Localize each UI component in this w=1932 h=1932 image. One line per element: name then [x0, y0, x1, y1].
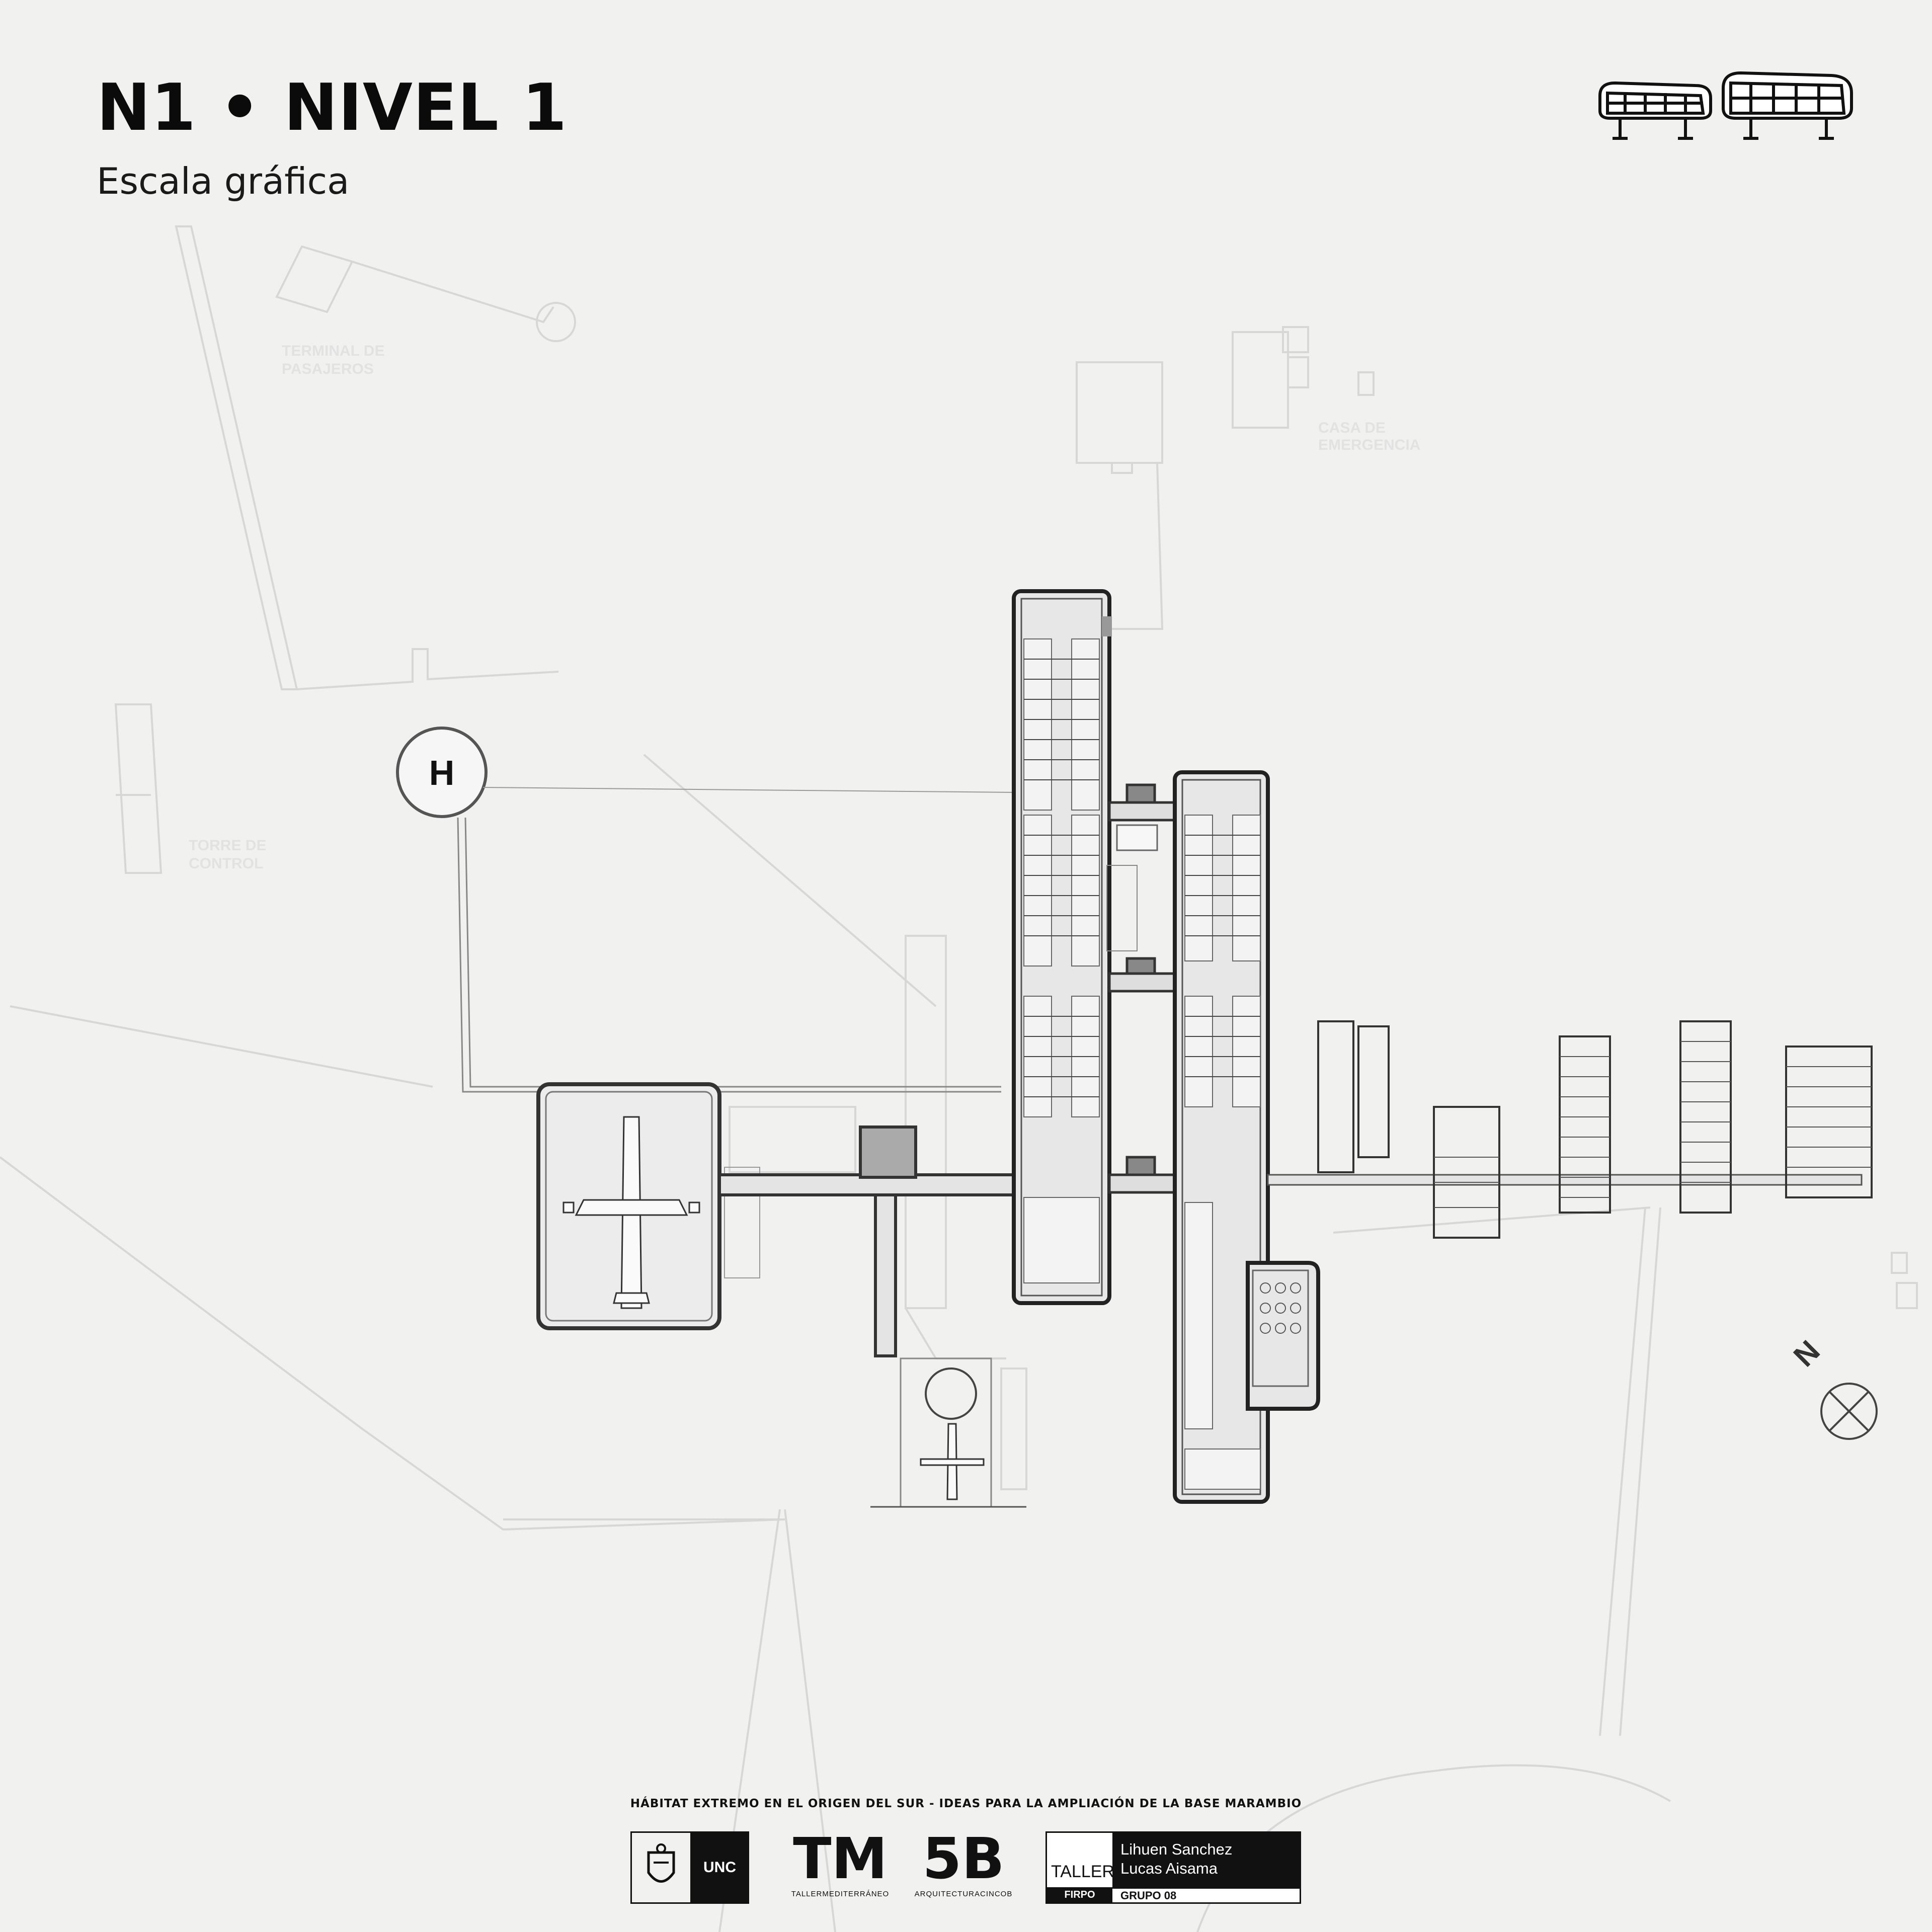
torre-label-line2: CONTROL [189, 855, 263, 872]
helipad-letter: H [429, 753, 455, 792]
tm-subtitle: TALLERMEDITERRÁNEO [791, 1890, 890, 1898]
east-wing [1106, 770, 1270, 1504]
casa-label-line2: EMERGENCIA [1318, 437, 1420, 453]
main-corridor [718, 1125, 1033, 1357]
taller-label: TALLER [1051, 1862, 1114, 1881]
cincob-mark: 5B [922, 1826, 1005, 1892]
east-corridor [1267, 1020, 1873, 1239]
torre-label-line1: TORRE DE [189, 837, 266, 854]
terminal-label-line1: TERMINAL DE [282, 343, 384, 359]
aircraft-pad [870, 1357, 1026, 1508]
cincob-logo: 5B ARQUITECTURACINCOB [906, 1831, 1021, 1898]
casa-label-line1: CASA DE [1318, 420, 1386, 436]
author-name-2: Lucas Aisama [1120, 1860, 1218, 1877]
taller-firpo-block: TALLER FIRPO Lihuen Sanchez Lucas Aisama… [1045, 1831, 1301, 1904]
tm-logo: TM TALLERMEDITERRÁNEO [777, 1831, 903, 1898]
cincob-subtitle: ARQUITECTURACINCOB [914, 1890, 1013, 1898]
lab-modules [1317, 1020, 1873, 1239]
building-icon [1598, 71, 1853, 140]
unc-logo: UNC [630, 1831, 749, 1904]
north-letter: N [1787, 1334, 1826, 1373]
west-wing [1012, 589, 1112, 1305]
page-subtitle: Escala gráfica [97, 160, 350, 202]
aircraft-icon [562, 1116, 700, 1309]
footer-logos: UNC TM TALLERMEDITERRÁNEO 5B ARQUITECTUR… [0, 1831, 1932, 1907]
wing-bridges [1108, 783, 1179, 1194]
helipad: H [396, 727, 1017, 1093]
tm-mark: TM [793, 1826, 888, 1892]
terminal-label-line2: PASAJEROS [282, 361, 374, 377]
group-label: GRUPO 08 [1112, 1887, 1300, 1902]
annex-block [1246, 1261, 1320, 1411]
site-context-lines [0, 225, 1918, 1932]
unc-crest-icon [632, 1833, 692, 1902]
unc-label: UNC [692, 1833, 748, 1902]
hangar [536, 1082, 760, 1330]
footer-caption: HÁBITAT EXTREMO EN EL ORIGEN DEL SUR - I… [630, 1797, 1302, 1810]
firpo-label: FIRPO [1047, 1887, 1112, 1902]
plane-small-icon [920, 1423, 985, 1500]
author-name-1: Lihuen Sanchez [1120, 1840, 1233, 1858]
page-title: N1 • NIVEL 1 [97, 70, 568, 145]
author-names: Lihuen Sanchez Lucas Aisama [1112, 1833, 1300, 1887]
north-arrow: N [1787, 1334, 1878, 1440]
